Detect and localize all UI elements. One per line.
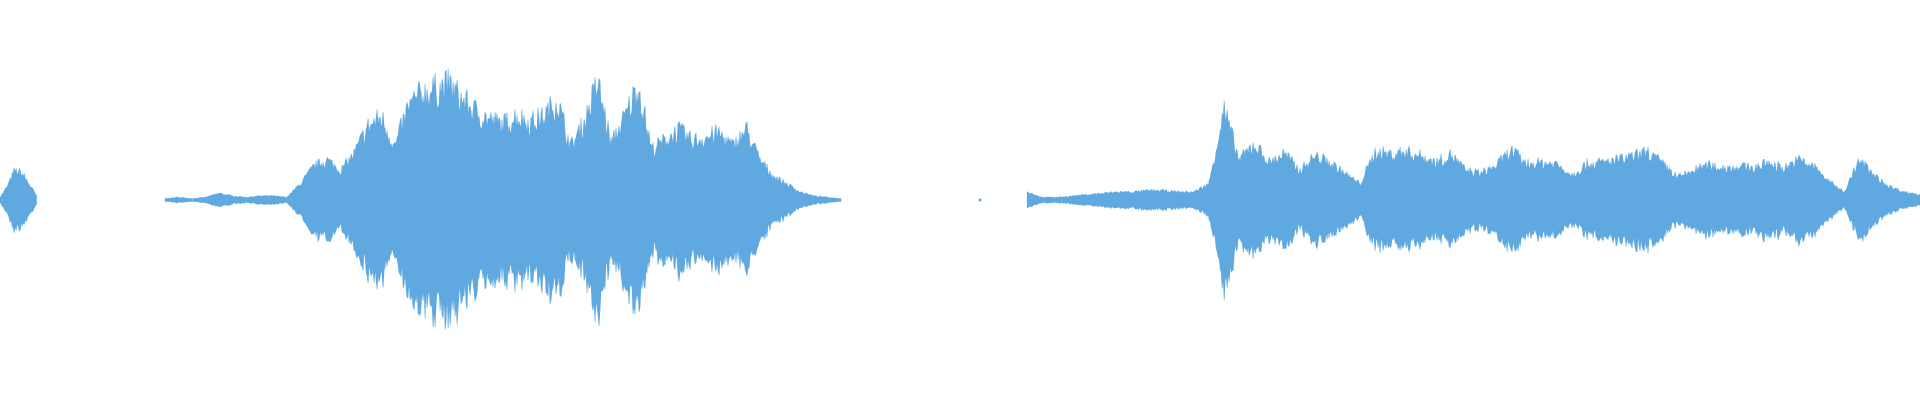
waveform-segment-1 [164,68,842,330]
waveform-segment-3 [1026,100,1920,301]
waveform-segment-0 [0,167,37,233]
waveform-segment-2 [978,198,982,202]
